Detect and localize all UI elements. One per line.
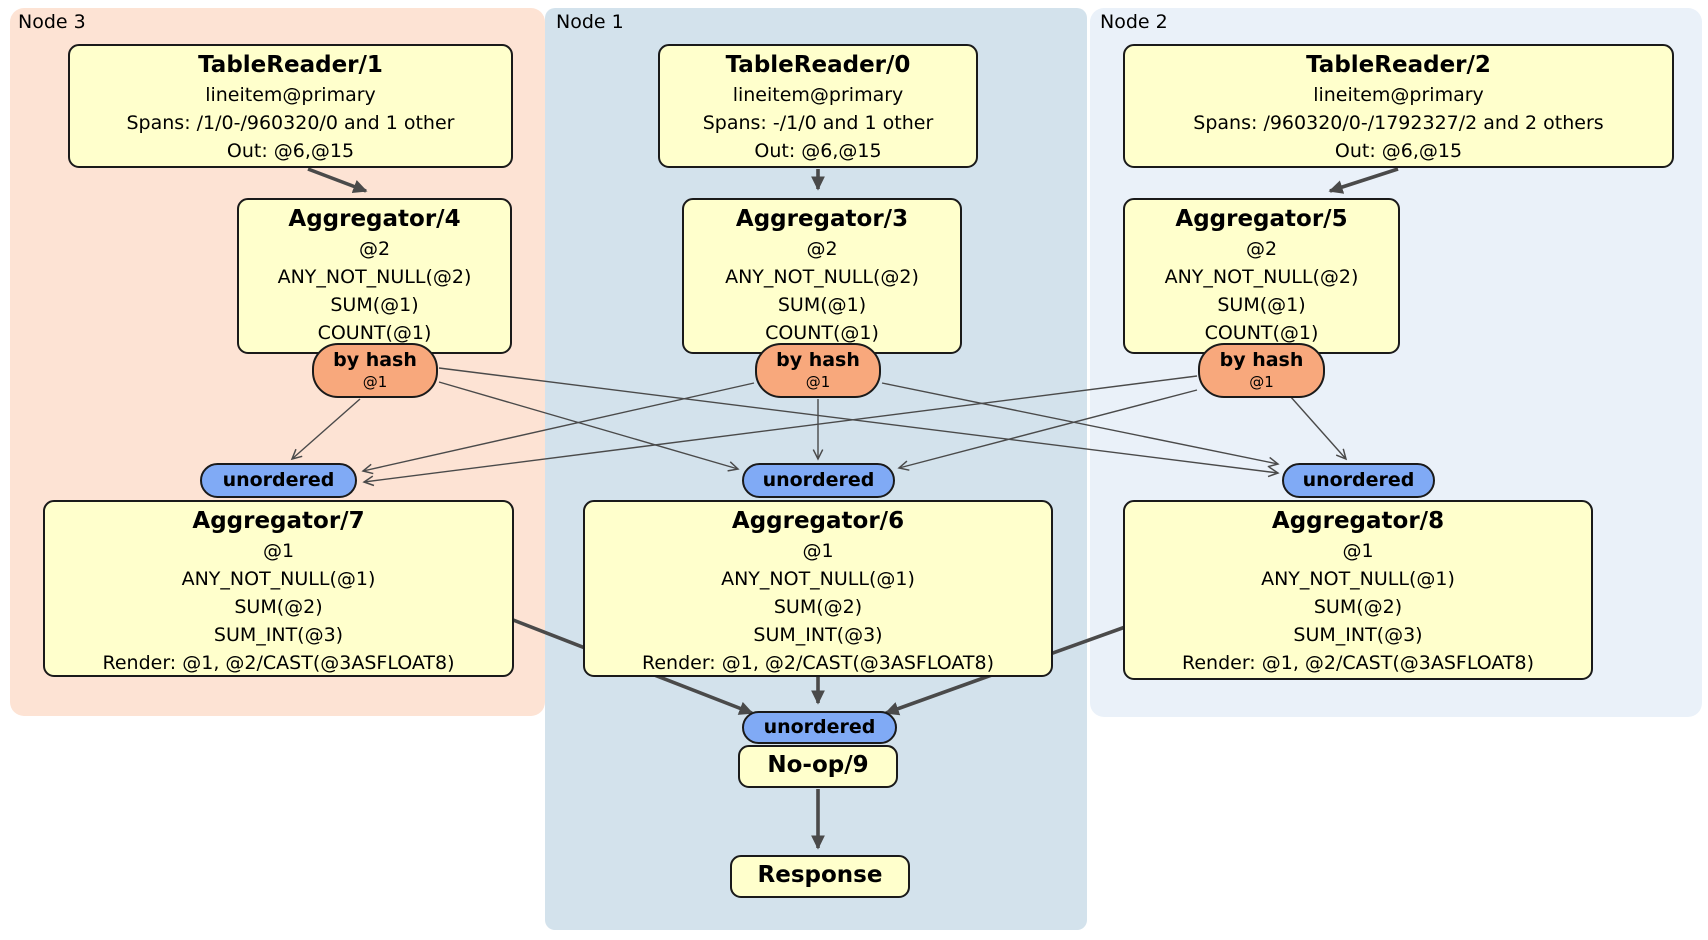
tablereader-2-index: lineitem@primary bbox=[1313, 84, 1484, 106]
edge-line bbox=[438, 367, 1280, 478]
edge-line bbox=[307, 167, 368, 194]
tablereader-1-spans: Spans: /1/0-/960320/0 and 1 other bbox=[126, 112, 455, 134]
aggregator-6-render: Render: @1, @2/CAST(@3ASFLOAT8) bbox=[642, 652, 994, 674]
aggregator-6-func: ANY_NOT_NULL(@1) bbox=[721, 568, 915, 590]
aggregator-6-func: SUM_INT(@3) bbox=[753, 624, 883, 646]
aggregator-8-func: SUM_INT(@3) bbox=[1293, 624, 1423, 646]
aggregator-6-func: SUM(@2) bbox=[773, 596, 863, 618]
edge-line bbox=[1328, 167, 1399, 194]
aggregator-7-group: @1 bbox=[262, 540, 295, 562]
tablereader-2-out: Out: @6,@15 bbox=[1334, 140, 1463, 162]
aggregator-7-render: Render: @1, @2/CAST(@3ASFLOAT8) bbox=[102, 652, 455, 674]
aggregator-3-func: SUM(@1) bbox=[777, 294, 867, 316]
unordered-oval-node3: unordered bbox=[200, 463, 357, 498]
edge-line bbox=[290, 398, 361, 461]
aggregator-6-group: @1 bbox=[802, 540, 834, 562]
aggregator-8-func: SUM(@2) bbox=[1313, 596, 1403, 618]
aggregator-3-group: @2 bbox=[806, 238, 838, 260]
aggregator-4-title: Aggregator/4 bbox=[288, 206, 461, 232]
aggregator-5-func: COUNT(@1) bbox=[1204, 322, 1319, 344]
tablereader-0-out: Out: @6,@15 bbox=[754, 140, 882, 162]
aggregator-4-func: COUNT(@1) bbox=[317, 322, 432, 344]
by-hash-label: by hash bbox=[776, 349, 860, 371]
aggregator-7-func: ANY_NOT_NULL(@1) bbox=[181, 568, 376, 590]
aggregator-3-title: Aggregator/3 bbox=[735, 206, 909, 232]
aggregator-8-box: Aggregator/8 @1 ANY_NOT_NULL(@1) SUM(@2)… bbox=[1123, 500, 1593, 680]
by-hash-label: by hash bbox=[333, 349, 417, 371]
aggregator-5-title: Aggregator/5 bbox=[1175, 206, 1348, 232]
aggregator-7-box: Aggregator/7 @1 ANY_NOT_NULL(@1) SUM(@2)… bbox=[43, 500, 514, 677]
aggregator-8-group: @1 bbox=[1342, 540, 1374, 562]
tablereader-1-index: lineitem@primary bbox=[205, 84, 376, 106]
tablereader-2-box: TableReader/2 lineitem@primary Spans: /9… bbox=[1123, 44, 1674, 168]
aggregator-5-func: SUM(@1) bbox=[1217, 294, 1306, 316]
aggregator-6-title: Aggregator/6 bbox=[731, 508, 905, 534]
aggregator-7-func: SUM(@2) bbox=[234, 596, 323, 618]
tablereader-0-box: TableReader/0 lineitem@primary Spans: -/… bbox=[658, 44, 978, 168]
aggregator-7-title: Aggregator/7 bbox=[192, 508, 365, 534]
tablereader-1-out: Out: @6,@15 bbox=[226, 140, 355, 162]
node2-label: Node 2 bbox=[1100, 11, 1168, 33]
edge-line bbox=[881, 382, 1280, 468]
aggregator-5-box: Aggregator/5 @2 ANY_NOT_NULL(@2) SUM(@1)… bbox=[1123, 198, 1400, 354]
aggregator-8-render: Render: @1, @2/CAST(@3ASFLOAT8) bbox=[1182, 652, 1534, 674]
tablereader-1-box: TableReader/1 lineitem@primary Spans: /1… bbox=[68, 44, 513, 168]
by-hash-oval-node3: by hash @1 bbox=[312, 343, 438, 398]
response-title: Response bbox=[757, 862, 883, 888]
aggregator-3-func: ANY_NOT_NULL(@2) bbox=[725, 266, 919, 288]
tablereader-0-spans: Spans: -/1/0 and 1 other bbox=[702, 112, 934, 134]
edge-line bbox=[438, 381, 740, 472]
by-hash-oval-node1: by hash @1 bbox=[755, 343, 881, 398]
node3-label: Node 3 bbox=[18, 11, 86, 33]
aggregator-5-func: ANY_NOT_NULL(@2) bbox=[1164, 266, 1359, 288]
aggregator-8-title: Aggregator/8 bbox=[1271, 508, 1445, 534]
by-hash-oval-node2: by hash @1 bbox=[1198, 343, 1325, 398]
aggregator-8-func: ANY_NOT_NULL(@1) bbox=[1261, 568, 1455, 590]
edge-line bbox=[1289, 395, 1348, 461]
response-box: Response bbox=[730, 855, 910, 898]
tablereader-2-spans: Spans: /960320/0-/1792327/2 and 2 others bbox=[1193, 112, 1604, 134]
by-hash-key: @1 bbox=[362, 373, 388, 391]
by-hash-label: by hash bbox=[1219, 349, 1304, 371]
edge-line bbox=[362, 375, 1198, 487]
aggregator-4-func: ANY_NOT_NULL(@2) bbox=[277, 266, 472, 288]
unordered-oval-node1: unordered bbox=[742, 463, 895, 498]
router-stream-edges bbox=[290, 367, 1348, 487]
edge-line bbox=[361, 382, 755, 475]
final-unordered-oval: unordered bbox=[742, 711, 897, 744]
aggregator-7-func: SUM_INT(@3) bbox=[213, 624, 344, 646]
aggregator-4-func: SUM(@1) bbox=[330, 294, 419, 316]
aggregator-5-group: @2 bbox=[1245, 238, 1278, 260]
aggregator-3-func: COUNT(@1) bbox=[765, 322, 879, 344]
edge-line bbox=[897, 389, 1198, 471]
noop-title: No-op/9 bbox=[767, 752, 869, 778]
aggregator-6-box: Aggregator/6 @1 ANY_NOT_NULL(@1) SUM(@2)… bbox=[583, 500, 1053, 677]
node1-label: Node 1 bbox=[556, 11, 624, 33]
tablereader-0-index: lineitem@primary bbox=[732, 84, 904, 106]
unordered-oval-node2: unordered bbox=[1282, 463, 1435, 498]
tablereader-0-title: TableReader/0 bbox=[725, 52, 911, 78]
noop-box: No-op/9 bbox=[738, 745, 898, 788]
tablereader-1-title: TableReader/1 bbox=[198, 52, 383, 78]
tablereader-2-title: TableReader/2 bbox=[1306, 52, 1491, 78]
by-hash-key: @1 bbox=[805, 373, 831, 391]
aggregator-4-group: @2 bbox=[358, 238, 391, 260]
aggregator-3-box: Aggregator/3 @2 ANY_NOT_NULL(@2) SUM(@1)… bbox=[682, 198, 962, 354]
by-hash-key: @1 bbox=[1249, 373, 1274, 391]
aggregator-4-box: Aggregator/4 @2 ANY_NOT_NULL(@2) SUM(@1)… bbox=[237, 198, 512, 354]
